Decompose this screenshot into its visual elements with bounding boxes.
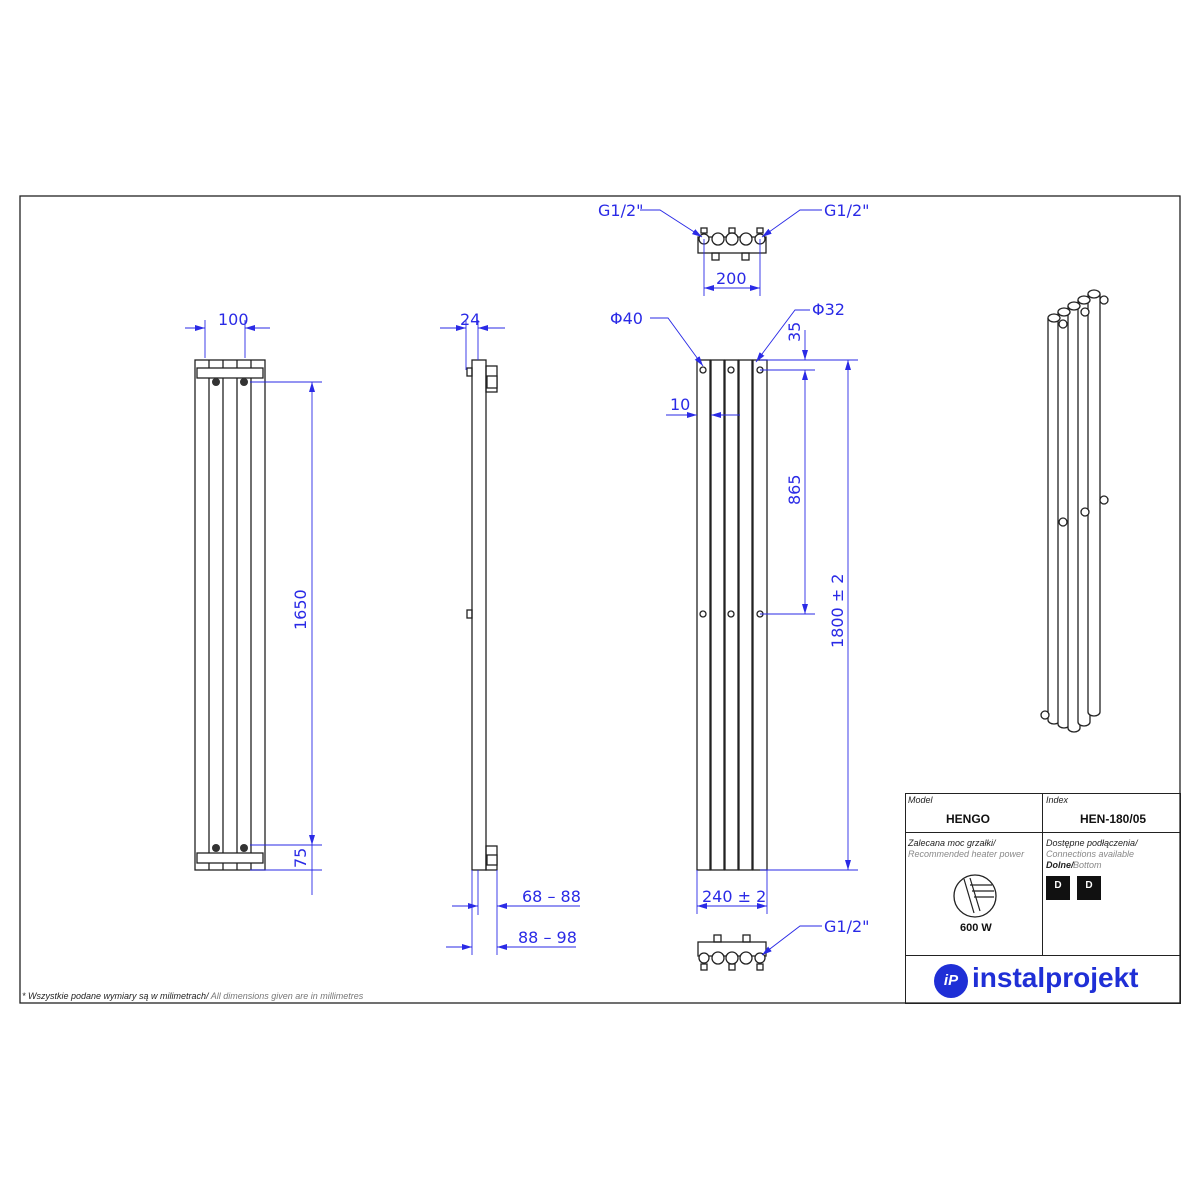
- side-dimensions: 24 68 – 88 88 – 98: [440, 310, 581, 955]
- footnote-en: All dimensions given are in millimetres: [208, 991, 364, 1001]
- side-view: [466, 359, 498, 871]
- dim-865: 865: [785, 474, 804, 505]
- perspective-view: [1040, 289, 1109, 733]
- dim-100: 100: [218, 310, 249, 329]
- connection-badge-2: D: [1077, 876, 1101, 900]
- dim-88-98: 88 – 98: [518, 928, 577, 947]
- front-height-dimension: 1650 75: [250, 381, 322, 895]
- drawing-border: [19, 195, 1181, 1004]
- dim-dia-40: Φ40: [610, 309, 643, 328]
- dim-24: 24: [460, 310, 480, 329]
- dim-35: 35: [785, 322, 804, 342]
- bottom-view: G1/2": [697, 917, 870, 971]
- conn-type-pl: Dolne/: [1046, 860, 1074, 870]
- heater-icon: [953, 874, 997, 918]
- front-view-2-dimensions: Φ40 Φ32 35 865 1800 ± 2 10 240 ± 2: [610, 300, 858, 914]
- index-value: HEN-180/05: [1080, 812, 1147, 826]
- footnote: * Wszystkie podane wymiary są w milimetr…: [22, 991, 363, 1001]
- brand-name: instalprojekt: [972, 962, 1139, 993]
- front-width-dimension: 100: [185, 310, 270, 358]
- dim-10: 10: [670, 395, 690, 414]
- model-label: Model: [908, 795, 933, 805]
- connections-cell: [1042, 832, 1181, 956]
- dim-200: 200: [716, 269, 747, 288]
- dim-1650: 1650: [291, 589, 310, 630]
- thread-right-label: G1/2": [824, 201, 870, 220]
- dim-68-88: 68 – 88: [522, 887, 581, 906]
- dim-75: 75: [291, 848, 310, 868]
- footnote-pl: * Wszystkie podane wymiary są w milimetr…: [22, 991, 209, 1001]
- dim-240: 240 ± 2: [702, 887, 766, 906]
- front-view-brackets: [194, 359, 266, 871]
- index-label: Index: [1046, 795, 1069, 805]
- front-view-dimensioned: [696, 359, 768, 871]
- dim-1800: 1800 ± 2: [828, 574, 847, 648]
- brand-logo-icon: iP: [934, 964, 968, 998]
- conn-label-en: Connections available: [1046, 849, 1135, 859]
- thread-left-label: G1/2": [598, 201, 644, 220]
- connection-badge-1: D: [1046, 876, 1070, 900]
- power-label-pl: Zalecana moc grzałki/: [908, 838, 996, 848]
- conn-label-pl: Dostępne podłączenia/: [1046, 838, 1138, 848]
- conn-type-en: Bottom: [1073, 860, 1102, 870]
- top-view: 200 G1/2" G1/2": [598, 201, 870, 296]
- model-value: HENGO: [946, 812, 991, 826]
- power-label-en: Recommended heater power: [908, 849, 1025, 859]
- dim-dia-32: Φ32: [812, 300, 845, 319]
- power-value: 600 W: [960, 922, 992, 934]
- thread-bottom-label: G1/2": [824, 917, 870, 936]
